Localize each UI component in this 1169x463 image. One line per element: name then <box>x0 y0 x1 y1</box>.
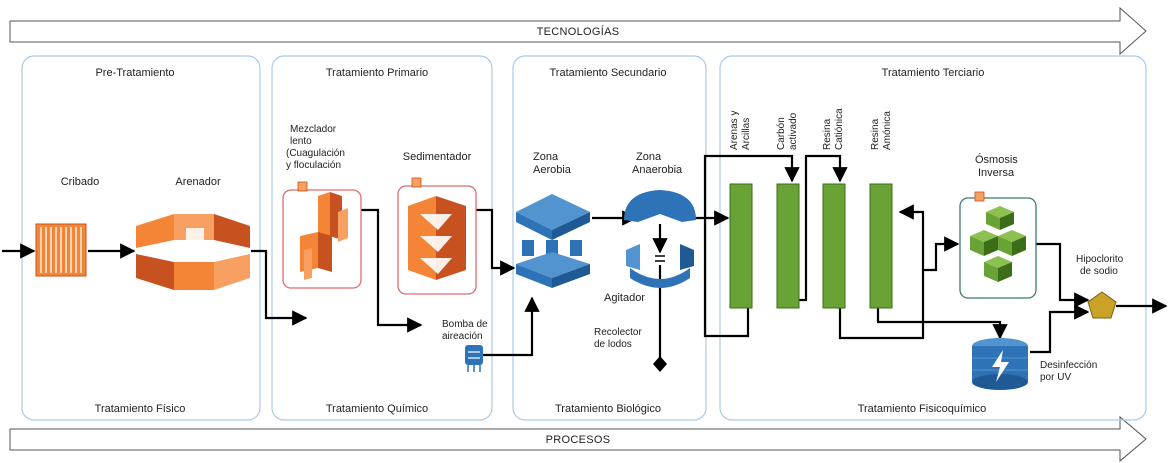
sedimentador-to-aerobia-arrow <box>476 208 516 276</box>
bomba-label-2: aireación <box>442 331 483 342</box>
mezclador-component: Mezclador lento (Cuagulación y floculaci… <box>282 124 362 289</box>
arenador-component: Arenador <box>136 176 250 290</box>
sedimentador-label: Sedimentador <box>403 151 472 163</box>
zona-aerobia-label-2: Aerobia <box>533 164 572 176</box>
sludge-collector-icon <box>653 356 667 372</box>
arenas-label-1: Arenas y <box>729 111 740 150</box>
stage-process: Tratamiento Biológico <box>555 403 661 415</box>
hipoclorito-label-1: Hipoclorito <box>1076 254 1124 265</box>
arenas-filter-column <box>729 183 753 309</box>
stage-title: Tratamiento Secundario <box>550 67 667 79</box>
sedimentador-component: Sedimentador <box>397 151 477 295</box>
mezclador-label-4: y floculación <box>286 160 341 171</box>
stage-title: Tratamiento Primario <box>326 67 428 79</box>
resina-amonica-column <box>869 183 893 309</box>
osmosis-label-1: Ósmosis <box>975 153 1018 166</box>
to-carbon-arrow <box>703 154 800 218</box>
resina-cationica-component: Resina Catiónica <box>822 108 846 309</box>
pentagon-icon <box>1087 291 1117 319</box>
osmosis-to-hipoclorito-arrow <box>1036 242 1090 308</box>
procesos-banner: PROCESOS <box>9 415 1147 463</box>
tecnologias-banner: TECNOLOGÍAS <box>9 6 1147 56</box>
carbon-component: Carbón activado <box>776 112 800 309</box>
resina-cationica-column <box>822 183 846 309</box>
stage-title: Pre-Tratamiento <box>95 67 174 79</box>
recolector-label-2: de lodos <box>594 339 632 350</box>
arenas-label-2: Arcillas <box>741 118 752 150</box>
to-osmosis-arrow <box>923 236 960 272</box>
stage-title: Tratamiento Terciario <box>882 67 985 79</box>
pump-icon <box>465 345 483 372</box>
arenas-loop-line <box>703 218 750 338</box>
resina-amonica-component: Resina Amónica <box>869 111 893 309</box>
zona-anaerobia-label-1: Zona <box>636 151 662 163</box>
arenador-icon <box>136 214 250 290</box>
resina-cationica-label-1: Resina <box>822 118 833 150</box>
zona-anaerobia-component: Zona Anaerobia Agitador Recolector de lo… <box>594 151 696 372</box>
zona-aerobia-component: Zona Aerobia <box>516 151 590 288</box>
cribado-label: Cribado <box>61 176 100 188</box>
flow-connectors <box>2 154 1168 364</box>
cribado-icon <box>35 223 87 277</box>
cribado-component: Cribado <box>35 176 100 277</box>
zona-anaerobia-label-2: Anaerobia <box>632 164 683 176</box>
uv-icon <box>972 338 1028 390</box>
arenas-component: Arenas y Arcillas <box>729 111 753 309</box>
stage-panel-terciario: Tratamiento Terciario Tratamiento Fisico… <box>719 55 1147 421</box>
osmosis-label-2: Inversa <box>978 167 1015 179</box>
aerobia-icon <box>516 194 590 288</box>
recolector-label-1: Recolector <box>594 327 642 338</box>
stage-process: Tratamiento Fisicoquímico <box>858 403 987 415</box>
arenador-label: Arenador <box>175 176 221 188</box>
mezclador-to-sedimentador-arrow <box>360 208 423 333</box>
mezclador-label-3: (Cuagulación <box>286 148 345 159</box>
carbon-label-1: Carbón <box>776 117 787 150</box>
stage-panel-pretratamiento: Pre-Tratamiento Tratamiento Físico <box>21 55 261 421</box>
carbon-label-2: activado <box>788 112 799 150</box>
desinfeccion-label-2: por UV <box>1040 372 1071 383</box>
stage-panel-secundario: Tratamiento Secundario Tratamiento Bioló… <box>512 55 707 421</box>
stage-process: Tratamiento Químico <box>326 403 428 415</box>
bomba-component: Bomba de aireación <box>442 319 488 372</box>
resina-amonica-label-2: Amónica <box>882 111 893 150</box>
bomba-label-1: Bomba de <box>442 319 488 330</box>
hipoclorito-label-2: de sodio <box>1080 266 1118 277</box>
mezclador-label-1: Mezclador <box>290 124 337 135</box>
stage-process: Tratamiento Físico <box>95 403 186 415</box>
hipoclorito-component: Hipoclorito de sodio <box>1076 254 1124 319</box>
osmosis-component: Ósmosis Inversa <box>959 153 1037 299</box>
mezclador-icon <box>282 181 362 289</box>
to-resina-cationica-arrow <box>788 154 848 302</box>
resina-amonica-label-1: Resina <box>870 118 881 150</box>
procesos-label: PROCESOS <box>546 434 611 446</box>
mezclador-label-2: lento <box>290 136 312 147</box>
zona-aerobia-label-1: Zona <box>533 151 559 163</box>
carbon-filter-column <box>776 183 800 309</box>
sedimentador-icon <box>397 177 477 295</box>
desinfeccion-component: Desinfección por UV <box>972 338 1097 390</box>
agitador-label: Agitador <box>604 292 645 304</box>
desinfeccion-label-1: Desinfección <box>1040 360 1097 371</box>
uv-to-hipoclorito-arrow <box>1030 304 1090 354</box>
arenador-to-mezclador-arrow <box>251 249 308 326</box>
to-resina-amonica-arrow <box>838 204 925 340</box>
to-uv-arrow <box>876 300 1008 340</box>
anaerobia-icon <box>624 190 696 288</box>
tecnologias-label: TECNOLOGÍAS <box>537 25 620 38</box>
resina-cationica-label-2: Catiónica <box>834 108 845 150</box>
bomba-to-aerobia-arrow <box>483 296 540 357</box>
osmosis-icon <box>959 191 1037 299</box>
